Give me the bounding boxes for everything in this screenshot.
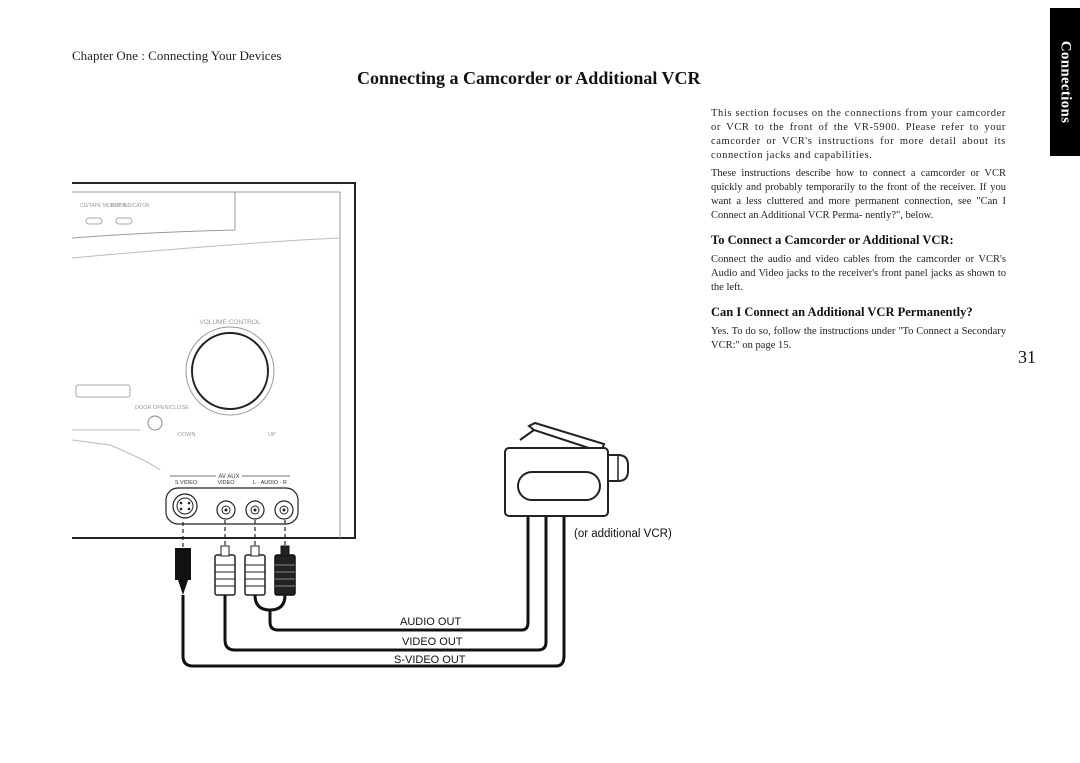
video-jack-label: VIDEO bbox=[217, 480, 235, 486]
heading-connect-camcorder: To Connect a Camcorder or Additional VCR… bbox=[711, 233, 954, 247]
permanent-instructions: Yes. To do so, follow the instructions u… bbox=[711, 326, 1006, 351]
volume-knob-ring bbox=[185, 326, 275, 416]
display-window bbox=[75, 384, 131, 398]
s-video-jack bbox=[172, 493, 198, 519]
intro-paragraph-2: These instructions describe how to conne… bbox=[711, 168, 1006, 221]
section-tab: Connections bbox=[1050, 8, 1080, 156]
audio-r-plug bbox=[274, 545, 296, 596]
video-out-cable bbox=[223, 515, 548, 652]
page-number: 31 bbox=[1018, 347, 1036, 367]
s-video-out-cable bbox=[181, 515, 566, 668]
audio-l-plug bbox=[244, 545, 266, 596]
video-plug bbox=[214, 545, 236, 596]
s-video-plug bbox=[175, 548, 191, 595]
page-title: Connecting a Camcorder or Additional VCR bbox=[357, 68, 701, 88]
av-aux-label: AV AUX bbox=[218, 474, 239, 480]
intro-paragraph-1: This section focuses on the connections … bbox=[711, 108, 1006, 161]
connect-instructions: Connect the audio and video cables from … bbox=[711, 254, 1006, 293]
receiver-front-panel: CD/TAPE MONITOR DSP INDICATOR VOLUME CON… bbox=[71, 182, 356, 539]
connection-diagram: CD/TAPE MONITOR DSP INDICATOR VOLUME CON… bbox=[71, 182, 672, 668]
audio-r-jack bbox=[274, 500, 294, 520]
door-label: DOOR OPEN/CLOSE bbox=[135, 405, 189, 411]
section-tab-label: Connections bbox=[1057, 40, 1074, 124]
door-open-close-button bbox=[147, 415, 163, 431]
cd-tape-monitor-button bbox=[85, 217, 103, 225]
text-column: This section focuses on the connections … bbox=[711, 107, 1006, 357]
video-out-label: VIDEO OUT bbox=[402, 636, 463, 648]
volume-control-label: VOLUME CONTROL bbox=[199, 319, 260, 326]
cd-tape-monitor-label: CD/TAPE MONITOR bbox=[80, 203, 127, 209]
audio-out-label: AUDIO OUT bbox=[400, 616, 461, 628]
cables bbox=[181, 515, 566, 668]
s-video-out-label: S-VIDEO OUT bbox=[394, 654, 466, 666]
volume-knob bbox=[191, 332, 269, 410]
audio-jacks-label: L - AUDIO - R bbox=[253, 480, 287, 486]
heading-permanent-connection: Can I Connect an Additional VCR Permanen… bbox=[711, 305, 973, 319]
down-label: DOWN bbox=[178, 432, 195, 438]
chapter-heading: Chapter One : Connecting Your Devices bbox=[72, 48, 282, 63]
camcorder-caption: (or additional VCR) bbox=[574, 528, 672, 540]
audio-l-jack bbox=[245, 500, 265, 520]
audio-cable bbox=[253, 594, 287, 612]
s-video-jack-label: S VIDEO bbox=[175, 480, 198, 486]
dsp-indicator-label: DSP INDICATOR bbox=[111, 203, 150, 209]
up-label: UP bbox=[268, 432, 276, 438]
video-jack bbox=[216, 500, 236, 520]
audio-out-cable bbox=[268, 515, 530, 632]
camcorder-icon bbox=[504, 421, 629, 517]
dsp-indicator-button bbox=[115, 217, 133, 225]
